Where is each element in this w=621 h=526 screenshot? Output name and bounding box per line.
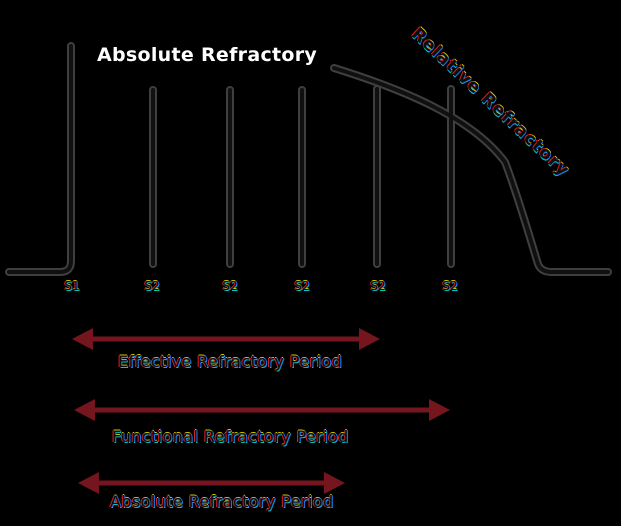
- arrow-absolute-refractory: [78, 472, 345, 494]
- baseline-and-s1-upstroke-core: [7, 44, 73, 274]
- label-absolute-refractory-period: Absolute Refractory Period: [110, 492, 334, 511]
- baseline-and-s1-upstroke: [5, 42, 75, 276]
- waveform-edges: [5, 42, 612, 276]
- stimulus-label-s1: S1: [64, 279, 80, 293]
- label-effective-refractory-period: Effective Refractory Period: [118, 352, 343, 371]
- arrow-functional-right-head: [429, 399, 450, 421]
- stimulus-label-s2-2: S2: [222, 279, 238, 293]
- stimulus-label-s2-1: S2: [144, 279, 160, 293]
- stimulus-label-s2-3: S2: [294, 279, 310, 293]
- arrow-functional-refractory: [74, 399, 450, 421]
- stimulus-label-s2-5: S2: [442, 279, 458, 293]
- arrow-absolute-right-head: [324, 472, 345, 494]
- arrow-functional-left-head: [74, 399, 95, 421]
- arrow-effective-left-head: [72, 328, 93, 350]
- label-functional-refractory-period: Functional Refractory Period: [112, 427, 349, 446]
- arrow-effective-right-head: [359, 328, 380, 350]
- repolarization-curve-core: [332, 66, 610, 274]
- stimulus-label-s2-4: S2: [370, 279, 386, 293]
- title-absolute-refractory: Absolute Refractory: [97, 44, 318, 66]
- waveform-cores: [7, 44, 610, 274]
- arrow-effective-refractory: [72, 328, 380, 350]
- arrow-absolute-left-head: [78, 472, 99, 494]
